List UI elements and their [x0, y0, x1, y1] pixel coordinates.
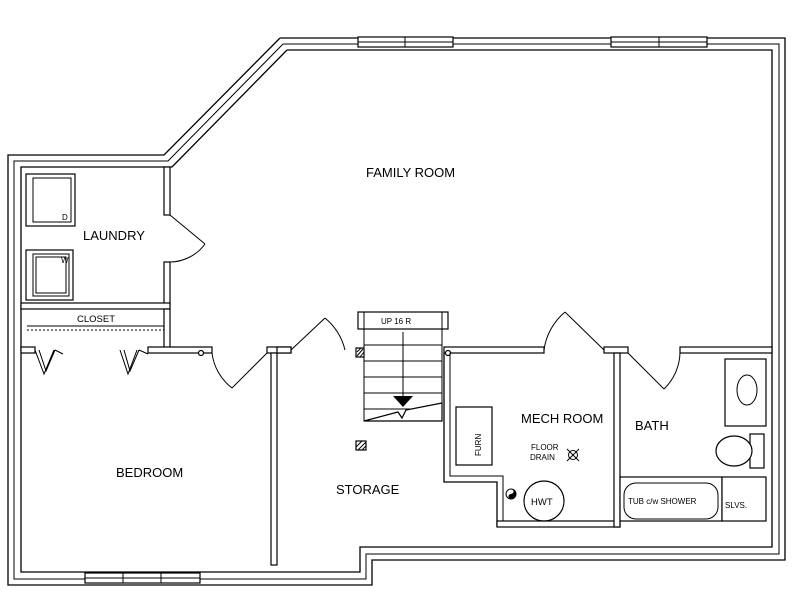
- bedroom-east-wall: [270, 352, 278, 566]
- closet-shelf: [27, 325, 164, 331]
- family-room-label: FAMILY ROOM: [366, 165, 455, 180]
- bathtub: [619, 476, 723, 522]
- laundry-east-wall-lower: [163, 261, 171, 306]
- mech-room-west-wall: [443, 353, 498, 527]
- column-post: [355, 440, 367, 451]
- storage-door: [290, 317, 346, 351]
- washer: [25, 249, 74, 301]
- mech-room-door: [543, 311, 605, 351]
- closet-label: CLOSET: [77, 314, 115, 325]
- bath-label: BATH: [635, 418, 669, 433]
- windows: [84, 36, 708, 584]
- closet-east-wall: [163, 308, 171, 350]
- furnace-label: FURN: [474, 434, 483, 456]
- mech-room-south-wall: [496, 520, 621, 528]
- mech-room-north-wall-right: [603, 346, 629, 354]
- bedroom-door: [211, 352, 268, 389]
- yin-yang-icon: [505, 488, 517, 500]
- floor-drain-icon: [566, 448, 580, 462]
- vanity: [724, 358, 767, 427]
- bedroom-label: BEDROOM: [116, 465, 183, 480]
- stairs-label: UP 16 R: [381, 317, 411, 326]
- bath-west-wall: [613, 352, 621, 528]
- mech-room-north-wall-left: [443, 346, 545, 354]
- bath-north-wall: [679, 346, 773, 354]
- bathtub-label: TUB c/w SHOWER: [628, 497, 697, 506]
- exterior-wall-outer: [7, 37, 786, 586]
- stair-arrowhead: [393, 396, 413, 407]
- dryer-label: D: [62, 213, 68, 222]
- exterior-wall-mid: [13, 43, 780, 580]
- floor-drain-label-2: DRAIN: [530, 453, 555, 462]
- hot-water-tank-label: HWT: [531, 497, 553, 508]
- storage-north-wall-stub: [276, 346, 292, 354]
- bath-door: [627, 352, 681, 390]
- floor-drain-label-1: FLOOR: [531, 443, 559, 452]
- washer-label: W: [61, 256, 69, 265]
- bedroom-north-wall-left: [20, 346, 36, 354]
- sleeves-label: SLVS.: [725, 501, 747, 510]
- exterior-wall-inner: [20, 49, 773, 573]
- furnace: [455, 406, 493, 466]
- bedroom-north-wall-mid: [147, 346, 213, 354]
- laundry-door: [169, 214, 206, 263]
- closet-bifold-doors: [34, 349, 149, 376]
- storage-label: STORAGE: [336, 482, 400, 497]
- stairs: [357, 311, 449, 422]
- window-top-right: [610, 36, 708, 48]
- hot-water-tank: [523, 480, 565, 522]
- exterior-walls: [7, 37, 786, 586]
- laundry-label: LAUNDRY: [83, 228, 145, 243]
- laundry-east-wall-upper: [163, 166, 171, 216]
- mech-room-label: MECH ROOM: [521, 411, 603, 426]
- doors: [34, 214, 681, 390]
- interior-walls: [20, 166, 773, 566]
- window-top-left: [357, 36, 454, 48]
- window-bottom-bedroom: [84, 572, 201, 584]
- dryer: [25, 173, 76, 227]
- sleeves-chase: [721, 476, 767, 522]
- laundry-south-wall: [20, 302, 171, 310]
- toilet: [715, 433, 765, 469]
